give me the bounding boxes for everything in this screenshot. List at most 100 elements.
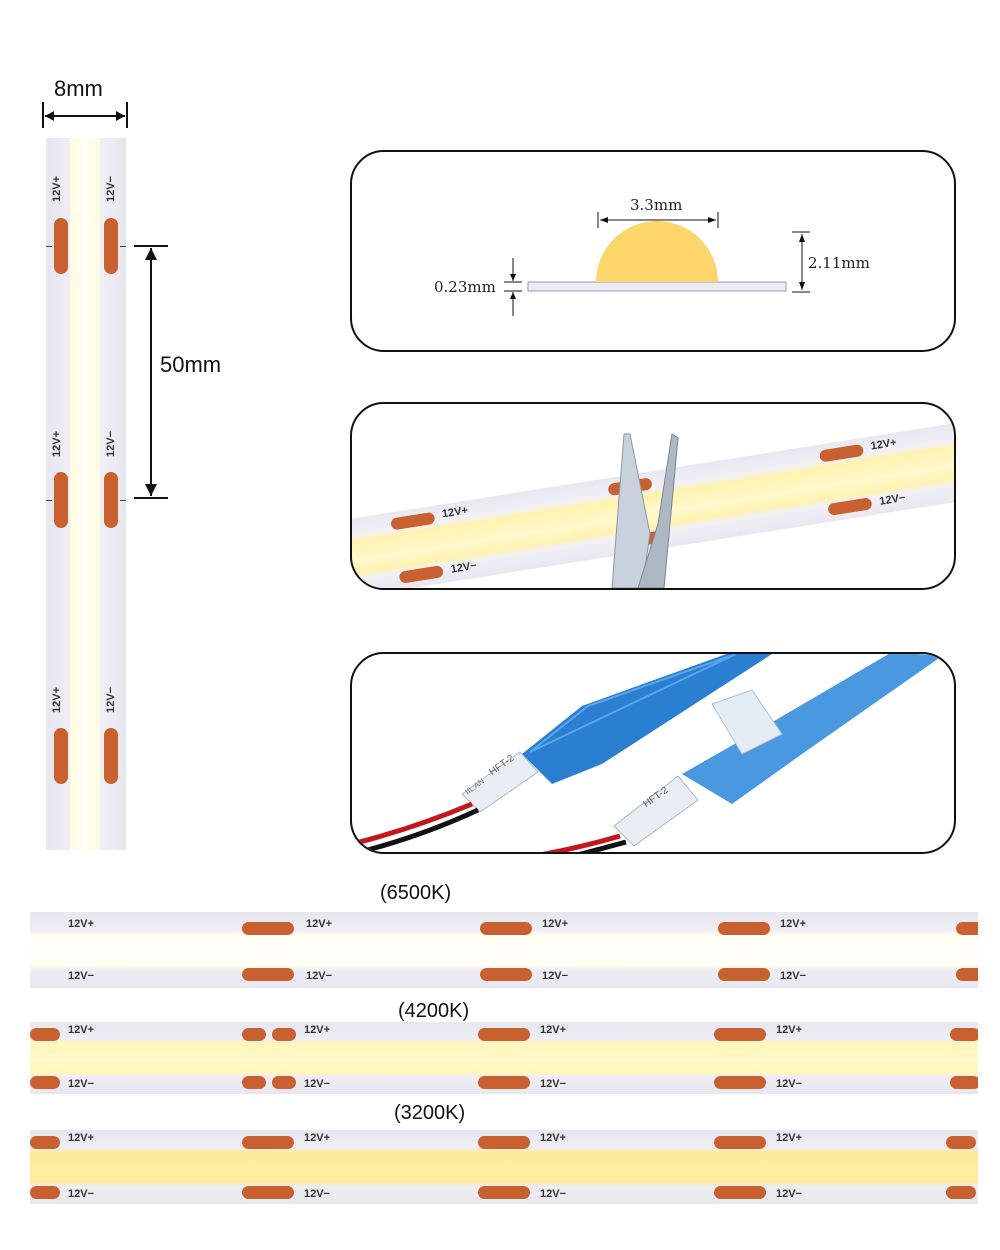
cutting-panel: 12V+ 12V− 12V+ 12V− <box>350 402 956 590</box>
connector-photo <box>352 654 942 852</box>
label-negative: 12V− <box>776 1078 802 1090</box>
solder-pad <box>54 728 68 784</box>
label-negative: 12V− <box>105 176 117 202</box>
solder-pad <box>478 1028 530 1041</box>
label-negative: 12V− <box>306 970 332 982</box>
solder-pad <box>30 1076 60 1089</box>
label-negative: 12V− <box>540 1188 566 1200</box>
label-positive: 12V+ <box>51 687 63 713</box>
solder-pad <box>714 1186 766 1199</box>
solder-pad <box>242 968 294 981</box>
label-positive: 12V+ <box>542 918 568 930</box>
label-positive: 12V+ <box>441 504 469 521</box>
led-strip-6500k: 12V+ 12V− 12V+ 12V− 12V+ 12V− 12V+ 12V− <box>30 912 978 988</box>
label-negative: 12V− <box>105 687 117 713</box>
solder-pad <box>272 1076 296 1089</box>
label-negative: 12V− <box>776 1188 802 1200</box>
cut-line <box>46 500 52 501</box>
label-negative: 12V− <box>780 970 806 982</box>
solder-pad <box>272 1028 296 1041</box>
label-positive: 12V+ <box>869 436 898 453</box>
solder-pad <box>718 968 770 981</box>
cross-section-panel: 3.3mm 2.11mm 0.23mm <box>350 150 956 352</box>
solder-pad <box>104 728 118 784</box>
width-dimension: 8mm <box>40 76 132 130</box>
label-negative: 12V− <box>304 1188 330 1200</box>
led-emitting-band <box>70 138 100 850</box>
solder-pad <box>54 218 68 274</box>
label-positive: 12V+ <box>68 1132 94 1144</box>
solder-pad <box>104 218 118 274</box>
label-negative: 12V− <box>68 970 94 982</box>
solder-pad <box>30 1136 60 1149</box>
cut-line <box>120 246 126 247</box>
label-negative: 12V− <box>878 491 907 508</box>
label-positive: 12V+ <box>304 1024 330 1036</box>
label-negative: 12V− <box>68 1078 94 1090</box>
solder-pad <box>827 497 873 516</box>
base-thickness-label: 0.23mm <box>434 278 496 296</box>
solder-pad <box>714 1028 766 1041</box>
solder-pad <box>30 1028 60 1041</box>
solder-pad <box>54 472 68 528</box>
solder-pad <box>242 1076 266 1089</box>
label-positive: 12V+ <box>304 1132 330 1144</box>
label-positive: 12V+ <box>51 431 63 457</box>
solder-pad <box>398 565 444 584</box>
solder-pad <box>946 1136 976 1149</box>
label-negative: 12V− <box>542 970 568 982</box>
solder-pad <box>480 968 532 981</box>
label-negative: 12V− <box>540 1078 566 1090</box>
label-negative: 12V− <box>449 559 478 576</box>
width-label: 8mm <box>54 76 103 101</box>
led-strip-3200k: 12V+ 12V− 12V+ 12V− 12V+ 12V− 12V+ 12V− <box>30 1130 978 1204</box>
label-positive: 12V+ <box>68 918 94 930</box>
solder-pad <box>104 472 118 528</box>
pitch-label: 50mm <box>160 352 222 377</box>
solder-pad <box>950 1076 978 1089</box>
solder-pad <box>714 1076 766 1089</box>
label-positive: 12V+ <box>51 176 63 202</box>
solder-pad <box>718 922 770 935</box>
label-positive: 12V+ <box>306 918 332 930</box>
label-negative: 12V− <box>304 1078 330 1090</box>
solder-pad <box>478 1186 530 1199</box>
label-positive: 12V+ <box>540 1024 566 1036</box>
solder-pad <box>946 1186 976 1199</box>
temp-label-4200k: (4200K) <box>398 1000 470 1022</box>
solder-pad <box>478 1076 530 1089</box>
temp-label-6500k: (6500K) <box>380 882 452 904</box>
solder-pad <box>30 1186 60 1199</box>
solder-pad <box>950 1028 978 1041</box>
solder-pad <box>478 1136 530 1149</box>
label-positive: 12V+ <box>540 1132 566 1144</box>
solder-pad <box>242 1028 266 1041</box>
temp-label-3200k: (3200K) <box>394 1102 466 1124</box>
dome-width-label: 3.3mm <box>630 196 683 214</box>
solder-pad <box>242 922 294 935</box>
cut-line <box>46 246 52 247</box>
dome-height-label: 2.11mm <box>808 254 870 272</box>
scissors-icon <box>611 433 679 588</box>
vertical-led-strip: 12V+ 12V− 12V+ 12V− 12V+ 12V− <box>46 138 126 850</box>
solder-pad <box>242 1136 294 1149</box>
led-strip-4200k: 12V+ 12V− 12V+ 12V− 12V+ 12V− 12V+ 12V− <box>30 1022 978 1094</box>
solder-pad <box>390 511 436 531</box>
cross-section-diagram <box>504 212 810 316</box>
connector-panel: HFT-2 HFT-2 IIL AN <box>350 652 956 854</box>
solder-pad <box>480 922 532 935</box>
label-positive: 12V+ <box>68 1024 94 1036</box>
solder-pad <box>956 968 978 981</box>
solder-pad <box>242 1186 294 1199</box>
cut-line <box>120 500 126 501</box>
solder-pad <box>818 443 865 463</box>
width-arrow <box>42 102 128 128</box>
solder-pad <box>956 922 978 935</box>
solder-pad <box>714 1136 766 1149</box>
label-positive: 12V+ <box>776 1132 802 1144</box>
label-negative: 12V− <box>105 431 117 457</box>
label-positive: 12V+ <box>780 918 806 930</box>
pitch-arrow <box>134 245 168 499</box>
label-negative: 12V− <box>68 1188 94 1200</box>
label-positive: 12V+ <box>776 1024 802 1036</box>
